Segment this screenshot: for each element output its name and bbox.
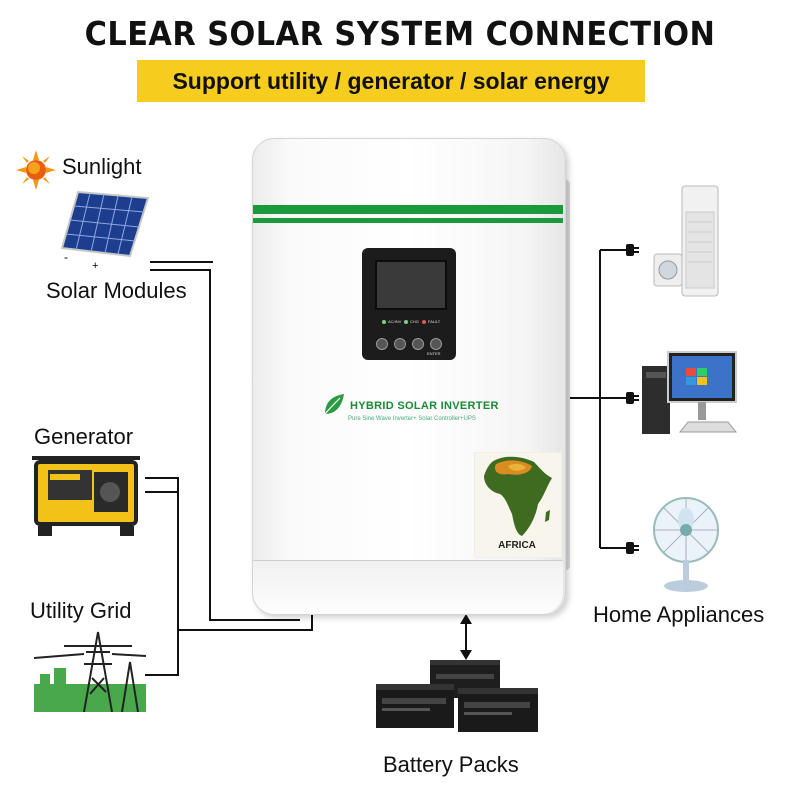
panel-button[interactable] [412, 338, 424, 350]
enter-button[interactable] [430, 338, 442, 350]
computer-icon [642, 351, 738, 434]
fan-icon [653, 497, 719, 592]
grid-wire [145, 612, 313, 676]
battery-packs-icon [376, 660, 538, 732]
panel-button[interactable] [376, 338, 388, 350]
inverter-stripe-thin [253, 218, 563, 223]
enter-label: ENTER [427, 351, 441, 356]
solar-panel-icon [60, 190, 150, 258]
page-title: CLEAR SOLAR SYSTEM CONNECTION [84, 14, 716, 53]
panel-button[interactable] [394, 338, 406, 350]
inverter-stripe [253, 205, 563, 214]
generator-wire [145, 477, 179, 630]
led-indicator [382, 320, 386, 324]
leaf-logo-icon [324, 394, 344, 415]
africa-map-icon [484, 456, 552, 536]
subtitle: Support utility / generator / solar ener… [172, 68, 610, 94]
led-indicator [422, 320, 426, 324]
generator-label: Generator [34, 424, 134, 449]
generator-icon [32, 456, 140, 536]
brand-name: HYBRID SOLAR INVERTER [350, 400, 499, 412]
subtitle-banner [137, 60, 645, 102]
solar-modules-label: Solar Modules [46, 278, 187, 303]
plus-terminal: + [92, 260, 99, 272]
led-label: CHG [410, 319, 419, 324]
utility-grid-icon [34, 631, 146, 712]
minus-terminal: - [64, 250, 68, 264]
sun-icon [16, 150, 56, 190]
air-conditioner-icon [653, 185, 719, 297]
sunlight-label: Sunlight [62, 154, 142, 179]
home-appliances-label: Home Appliances [593, 602, 765, 627]
battery-packs-label: Battery Packs [383, 752, 519, 777]
led-label: FAULT [428, 319, 441, 324]
solar-wire [150, 269, 300, 621]
inverter-bottom-panel [253, 560, 563, 614]
lcd-screen [375, 260, 447, 310]
africa-label: AFRICA [498, 540, 536, 551]
led-indicator [404, 320, 408, 324]
brand-tagline: Pure Sine Wave Inverter+ Solar Controlle… [348, 416, 476, 422]
utility-grid-label: Utility Grid [30, 598, 132, 623]
led-label: AC/INV [388, 319, 402, 324]
